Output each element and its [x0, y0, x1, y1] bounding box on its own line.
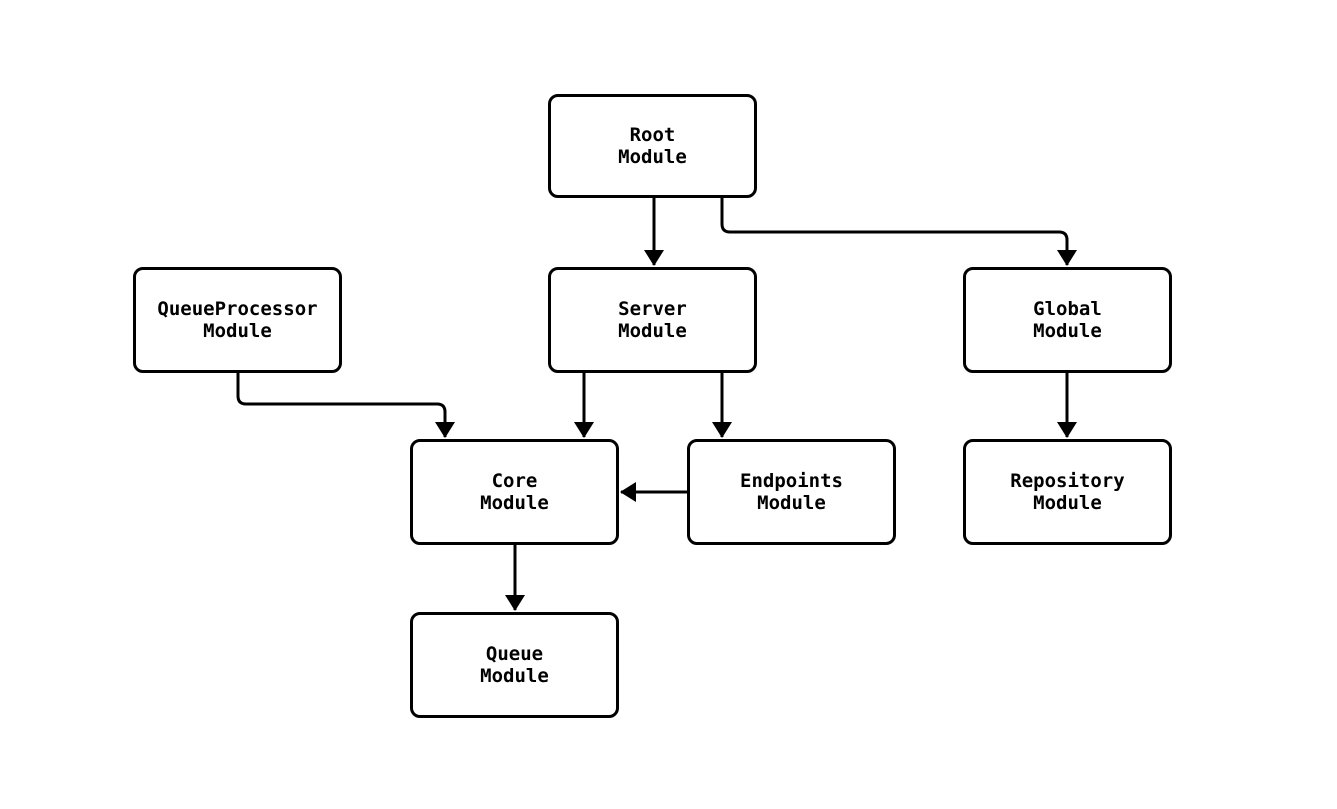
edge-queueprocessor-to-core — [236, 373, 455, 438]
node-label-line: Endpoints — [740, 470, 843, 492]
edge-root-to-global — [720, 198, 1077, 266]
node-label-line: Module — [757, 492, 826, 514]
node-label-line: QueueProcessor — [157, 298, 318, 320]
node-label-line: Module — [480, 665, 549, 687]
node-label-line: Module — [1033, 492, 1102, 514]
node-label-line: Module — [1033, 320, 1102, 342]
node-label-line: Core — [491, 470, 538, 492]
node-label-line: Server — [618, 298, 687, 320]
node-label-line: Queue — [485, 643, 544, 665]
node-label-line: Root — [629, 124, 676, 146]
node-label-line: Repository — [1010, 470, 1125, 492]
node-label-line: Module — [480, 492, 549, 514]
node-label-line: Module — [618, 320, 687, 342]
node-label-line: Global — [1033, 298, 1102, 320]
node-label-line: Module — [203, 320, 272, 342]
node-label-line: Module — [618, 146, 687, 168]
